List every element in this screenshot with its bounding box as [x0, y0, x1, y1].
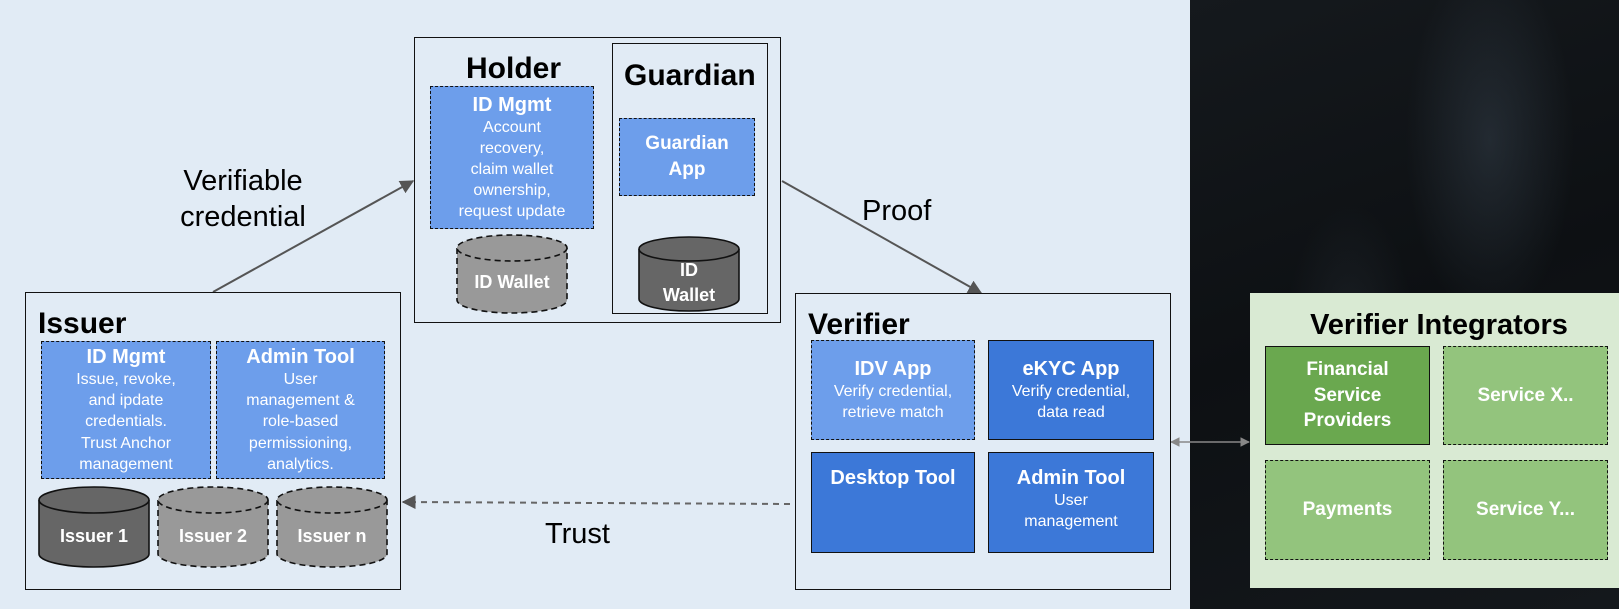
- holder-title: Holder: [466, 52, 562, 85]
- service-x-label: Service X..: [1477, 384, 1574, 406]
- desktop-tool-title: Desktop Tool: [830, 467, 956, 489]
- issuer-1-db[interactable]: Issuer 1: [36, 486, 152, 570]
- issuer-id-mgmt-line: management: [79, 455, 173, 473]
- issuer-admin-tool-line: permissioning,: [248, 434, 353, 452]
- issuer-id-mgmt-line: Trust Anchor: [80, 434, 172, 452]
- idv-app-line: Verify credential,: [833, 382, 953, 400]
- service-y-label: Service Y...: [1476, 499, 1575, 521]
- ekyc-app-title: eKYC App: [1022, 357, 1120, 380]
- issuer-admin-tool-line: role-based: [262, 413, 339, 431]
- guardian-wallet-line: Wallet: [663, 285, 715, 305]
- service-x-box[interactable]: Service X..: [1443, 346, 1608, 445]
- integrators-title: Verifier Integrators: [1310, 309, 1568, 341]
- financial-line: Financial: [1306, 359, 1389, 381]
- proof-label: Proof: [862, 195, 932, 227]
- issuer-admin-tool-line: management &: [246, 392, 355, 410]
- verifier-desktop-tool-box[interactable]: Desktop Tool: [811, 452, 975, 553]
- proof-arrow: [781, 180, 983, 294]
- ekyc-app-line: Verify credential,: [1011, 382, 1131, 400]
- verifier-admin-tool-title: Admin Tool: [1016, 467, 1126, 489]
- financial-line: Providers: [1303, 410, 1392, 432]
- issuer-admin-tool-box[interactable]: Admin Tool User management & role-based …: [216, 341, 385, 479]
- issuer-id-mgmt-line: Issue, revoke,: [76, 371, 176, 389]
- holder-id-mgmt-line: recovery,: [479, 139, 545, 157]
- verifier-title: Verifier: [808, 308, 910, 341]
- holder-id-mgmt-box[interactable]: ID Mgmt Account recovery, claim wallet o…: [430, 86, 594, 229]
- verifier-ekyc-app-box[interactable]: eKYC App Verify credential, data read: [988, 340, 1154, 440]
- issuer-id-mgmt-line: and ipdate: [88, 392, 164, 410]
- idv-app-line: retrieve match: [842, 404, 944, 421]
- holder-id-mgmt-line: request update: [458, 203, 566, 221]
- trust-label: Trust: [545, 518, 610, 550]
- guardian-app-label: App: [668, 159, 706, 180]
- issuer-id-mgmt-title: ID Mgmt: [86, 346, 166, 369]
- verifier-admin-tool-line: management: [1024, 513, 1118, 531]
- ekyc-app-line: data read: [1037, 404, 1105, 421]
- verifier-admin-tool-line: User: [1054, 492, 1088, 509]
- issuer-n-label: Issuer n: [297, 526, 366, 546]
- financial-service-providers-box[interactable]: Financial Service Providers: [1265, 346, 1430, 445]
- guardian-wallet-line: ID: [680, 260, 698, 280]
- verifier-admin-tool-box[interactable]: Admin Tool User management: [988, 452, 1154, 553]
- issuer-2-label: Issuer 2: [179, 526, 247, 546]
- financial-line: Service: [1313, 384, 1382, 406]
- holder-id-wallet-label: ID Wallet: [474, 272, 549, 292]
- issuer-admin-tool-line: analytics.: [267, 455, 334, 473]
- idv-app-title: IDV App: [854, 357, 932, 380]
- verifiable-credential-label: Verifiable credential: [180, 165, 306, 234]
- payments-box[interactable]: Payments: [1265, 460, 1430, 560]
- holder-id-wallet-db[interactable]: ID Wallet: [454, 234, 570, 316]
- issuer-admin-tool-title: Admin Tool: [246, 346, 355, 369]
- guardian-app-label: Guardian: [645, 133, 729, 155]
- credential-arrow: [212, 180, 415, 293]
- holder-id-mgmt-line: claim wallet: [470, 160, 554, 178]
- issuer-2-db[interactable]: Issuer 2: [155, 486, 271, 570]
- trust-arrow: [401, 495, 791, 510]
- issuer-admin-tool-line: User: [283, 371, 318, 389]
- guardian-id-wallet-db[interactable]: ID Wallet: [636, 236, 742, 314]
- holder-id-mgmt-title: ID Mgmt: [472, 93, 552, 116]
- issuer-id-mgmt-line: credentials.: [85, 413, 167, 431]
- holder-id-mgmt-line: ownership,: [473, 182, 551, 200]
- issuer-1-label: Issuer 1: [60, 526, 128, 546]
- issuer-n-db[interactable]: Issuer n: [274, 486, 390, 570]
- payments-label: Payments: [1302, 499, 1393, 521]
- guardian-title: Guardian: [624, 59, 756, 92]
- issuer-title: Issuer: [38, 307, 127, 340]
- service-y-box[interactable]: Service Y...: [1443, 460, 1608, 560]
- holder-id-mgmt-line: Account: [483, 118, 541, 136]
- issuer-id-mgmt-box[interactable]: ID Mgmt Issue, revoke, and ipdate creden…: [41, 341, 211, 479]
- guardian-app-box[interactable]: Guardian App: [619, 118, 755, 196]
- verifier-idv-app-box[interactable]: IDV App Verify credential, retrieve matc…: [811, 340, 975, 440]
